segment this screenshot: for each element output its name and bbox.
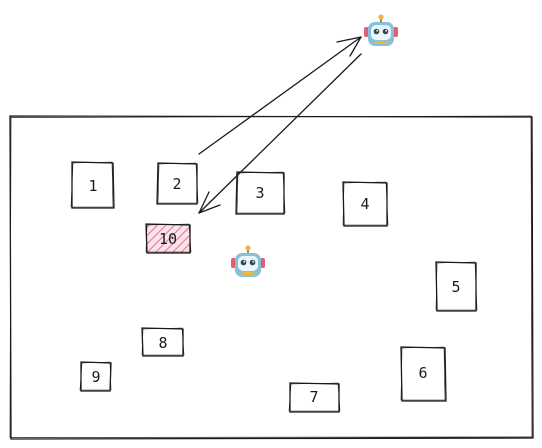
box-6-label: 6 — [418, 364, 427, 382]
arrow-box2-to-robot — [198, 36, 362, 155]
box-8-label: 8 — [158, 334, 167, 352]
box-7-label: 7 — [309, 388, 318, 406]
robot-icon — [363, 13, 399, 47]
robot-icon — [230, 244, 266, 278]
box-5-label: 5 — [451, 278, 460, 296]
box-9-label: 9 — [91, 368, 100, 386]
box-10-label: 10 — [159, 230, 177, 248]
box-9[interactable]: 9 — [79, 361, 112, 392]
box-1[interactable]: 1 — [70, 161, 115, 209]
container-frame — [9, 115, 534, 440]
box-3[interactable]: 3 — [235, 171, 286, 215]
box-5[interactable]: 5 — [435, 261, 478, 312]
box-1-label: 1 — [88, 177, 97, 195]
box-3-label: 3 — [255, 184, 264, 202]
box-7[interactable]: 7 — [288, 382, 341, 413]
box-2-label: 2 — [172, 175, 181, 193]
box-2[interactable]: 2 — [156, 162, 199, 205]
box-4-label: 4 — [360, 195, 369, 213]
box-4[interactable]: 4 — [342, 181, 389, 227]
box-8[interactable]: 8 — [141, 327, 185, 357]
box-6[interactable]: 6 — [400, 346, 447, 402]
arrow-robot-to-box10 — [198, 53, 362, 214]
box-10[interactable]: 10 — [145, 223, 192, 254]
